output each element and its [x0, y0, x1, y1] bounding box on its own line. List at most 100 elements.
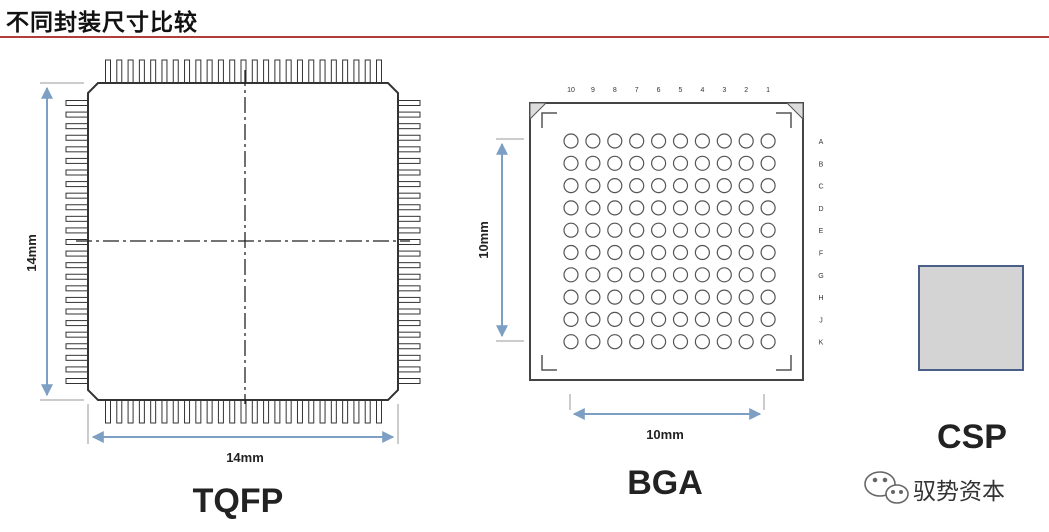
tqfp-pins-left — [65, 100, 89, 384]
bga-body — [529, 102, 804, 381]
csp-name: CSP — [937, 418, 1007, 456]
tqfp-pin — [65, 308, 89, 315]
bga-ball — [760, 222, 776, 238]
tqfp-pin — [65, 181, 89, 188]
bga-ball — [585, 133, 601, 149]
bga-name: BGA — [627, 464, 703, 502]
bga-column-label: 3 — [722, 87, 726, 94]
bga-ball — [607, 155, 623, 171]
bga-ball — [607, 178, 623, 194]
bga-ball — [672, 178, 689, 194]
bga-row-label: H — [818, 295, 823, 302]
tqfp-pin — [229, 59, 236, 84]
bga-row-label: K — [819, 340, 824, 347]
tqfp-pins-bottom — [105, 399, 382, 424]
bga-row-label: B — [819, 161, 824, 168]
bga-ball — [585, 222, 601, 238]
tqfp-pin — [397, 308, 421, 315]
tqfp-pin — [397, 192, 421, 199]
bga-ball — [738, 222, 754, 238]
tqfp-pin — [308, 59, 315, 84]
bga-ball — [650, 222, 667, 238]
bga-ball — [716, 178, 732, 194]
tqfp-pin — [397, 285, 421, 292]
bga-ball — [650, 311, 667, 327]
tqfp-pin — [397, 146, 421, 153]
bga-ball — [760, 311, 776, 327]
bga-ball — [694, 311, 711, 327]
bga-ball — [563, 133, 579, 149]
bga-ball — [672, 200, 689, 216]
tqfp-pin — [65, 239, 89, 245]
bga-ball — [607, 289, 623, 305]
tqfp-pin — [195, 59, 202, 84]
bga-ball — [760, 289, 776, 305]
bga-ball — [716, 155, 732, 171]
bga-ball — [607, 244, 623, 261]
tqfp-pin — [397, 343, 421, 350]
bga-ball — [563, 289, 579, 305]
wechat-icon — [864, 471, 909, 504]
bga-ball-grid — [563, 133, 776, 350]
tqfp-pins-right — [397, 100, 421, 384]
tqfp-pin — [116, 399, 123, 424]
tqfp-pin — [65, 134, 89, 141]
bga-ball — [716, 244, 732, 261]
tqfp-pin — [127, 399, 134, 424]
tqfp-pin — [172, 59, 179, 84]
tqfp-pin — [161, 399, 168, 424]
tqfp-pin — [65, 296, 89, 303]
bga-ball — [629, 155, 645, 171]
bga-ball — [585, 178, 601, 194]
bga-ball — [563, 155, 579, 171]
bga-ball — [716, 267, 732, 283]
bga-height-label: 10mm — [476, 221, 491, 259]
bga-ball — [607, 200, 623, 216]
tqfp-pin — [65, 250, 89, 257]
bga-ball — [672, 133, 689, 149]
bga-ball — [650, 289, 667, 305]
bga-ball — [672, 289, 689, 305]
bga-ball — [672, 311, 689, 327]
tqfp-pin — [150, 399, 157, 424]
tqfp-pin — [397, 215, 421, 222]
bga-row-label: A — [819, 139, 824, 146]
bga-ball — [694, 200, 711, 216]
bga-ball — [585, 334, 601, 350]
bga-ball — [563, 222, 579, 238]
tqfp-pin — [65, 378, 89, 384]
title-divider — [0, 36, 1049, 38]
tqfp-pin — [138, 399, 145, 424]
tqfp-pin — [285, 59, 292, 84]
bga-ball — [760, 133, 776, 149]
csp-body — [918, 265, 1024, 371]
bga-ball — [607, 267, 623, 283]
bga-ball — [694, 289, 711, 305]
bga-ball — [672, 244, 689, 261]
bga-ball — [694, 155, 711, 171]
bga-ball — [738, 200, 754, 216]
tqfp-pin — [319, 59, 326, 84]
tqfp-pin — [397, 296, 421, 303]
bga-ball — [738, 155, 754, 171]
tqfp-pin — [65, 285, 89, 292]
bga-ball — [629, 267, 645, 283]
bga-ball — [694, 334, 711, 350]
tqfp-pin — [330, 59, 337, 84]
bga-ball — [607, 334, 623, 350]
tqfp-pin — [397, 378, 421, 384]
tqfp-pin — [319, 399, 326, 424]
tqfp-pin — [353, 399, 360, 424]
bga-ball — [563, 200, 579, 216]
tqfp-name: TQFP — [193, 482, 284, 520]
tqfp-pin — [397, 111, 421, 118]
bga-ball — [585, 267, 601, 283]
tqfp-pin — [397, 227, 421, 234]
bga-column-label: 1 — [766, 87, 770, 94]
tqfp-pin — [308, 399, 315, 424]
bga-ball — [629, 289, 645, 305]
bga-column-label: 2 — [744, 87, 748, 94]
bga-ball — [760, 178, 776, 194]
tqfp-pin — [397, 134, 421, 141]
